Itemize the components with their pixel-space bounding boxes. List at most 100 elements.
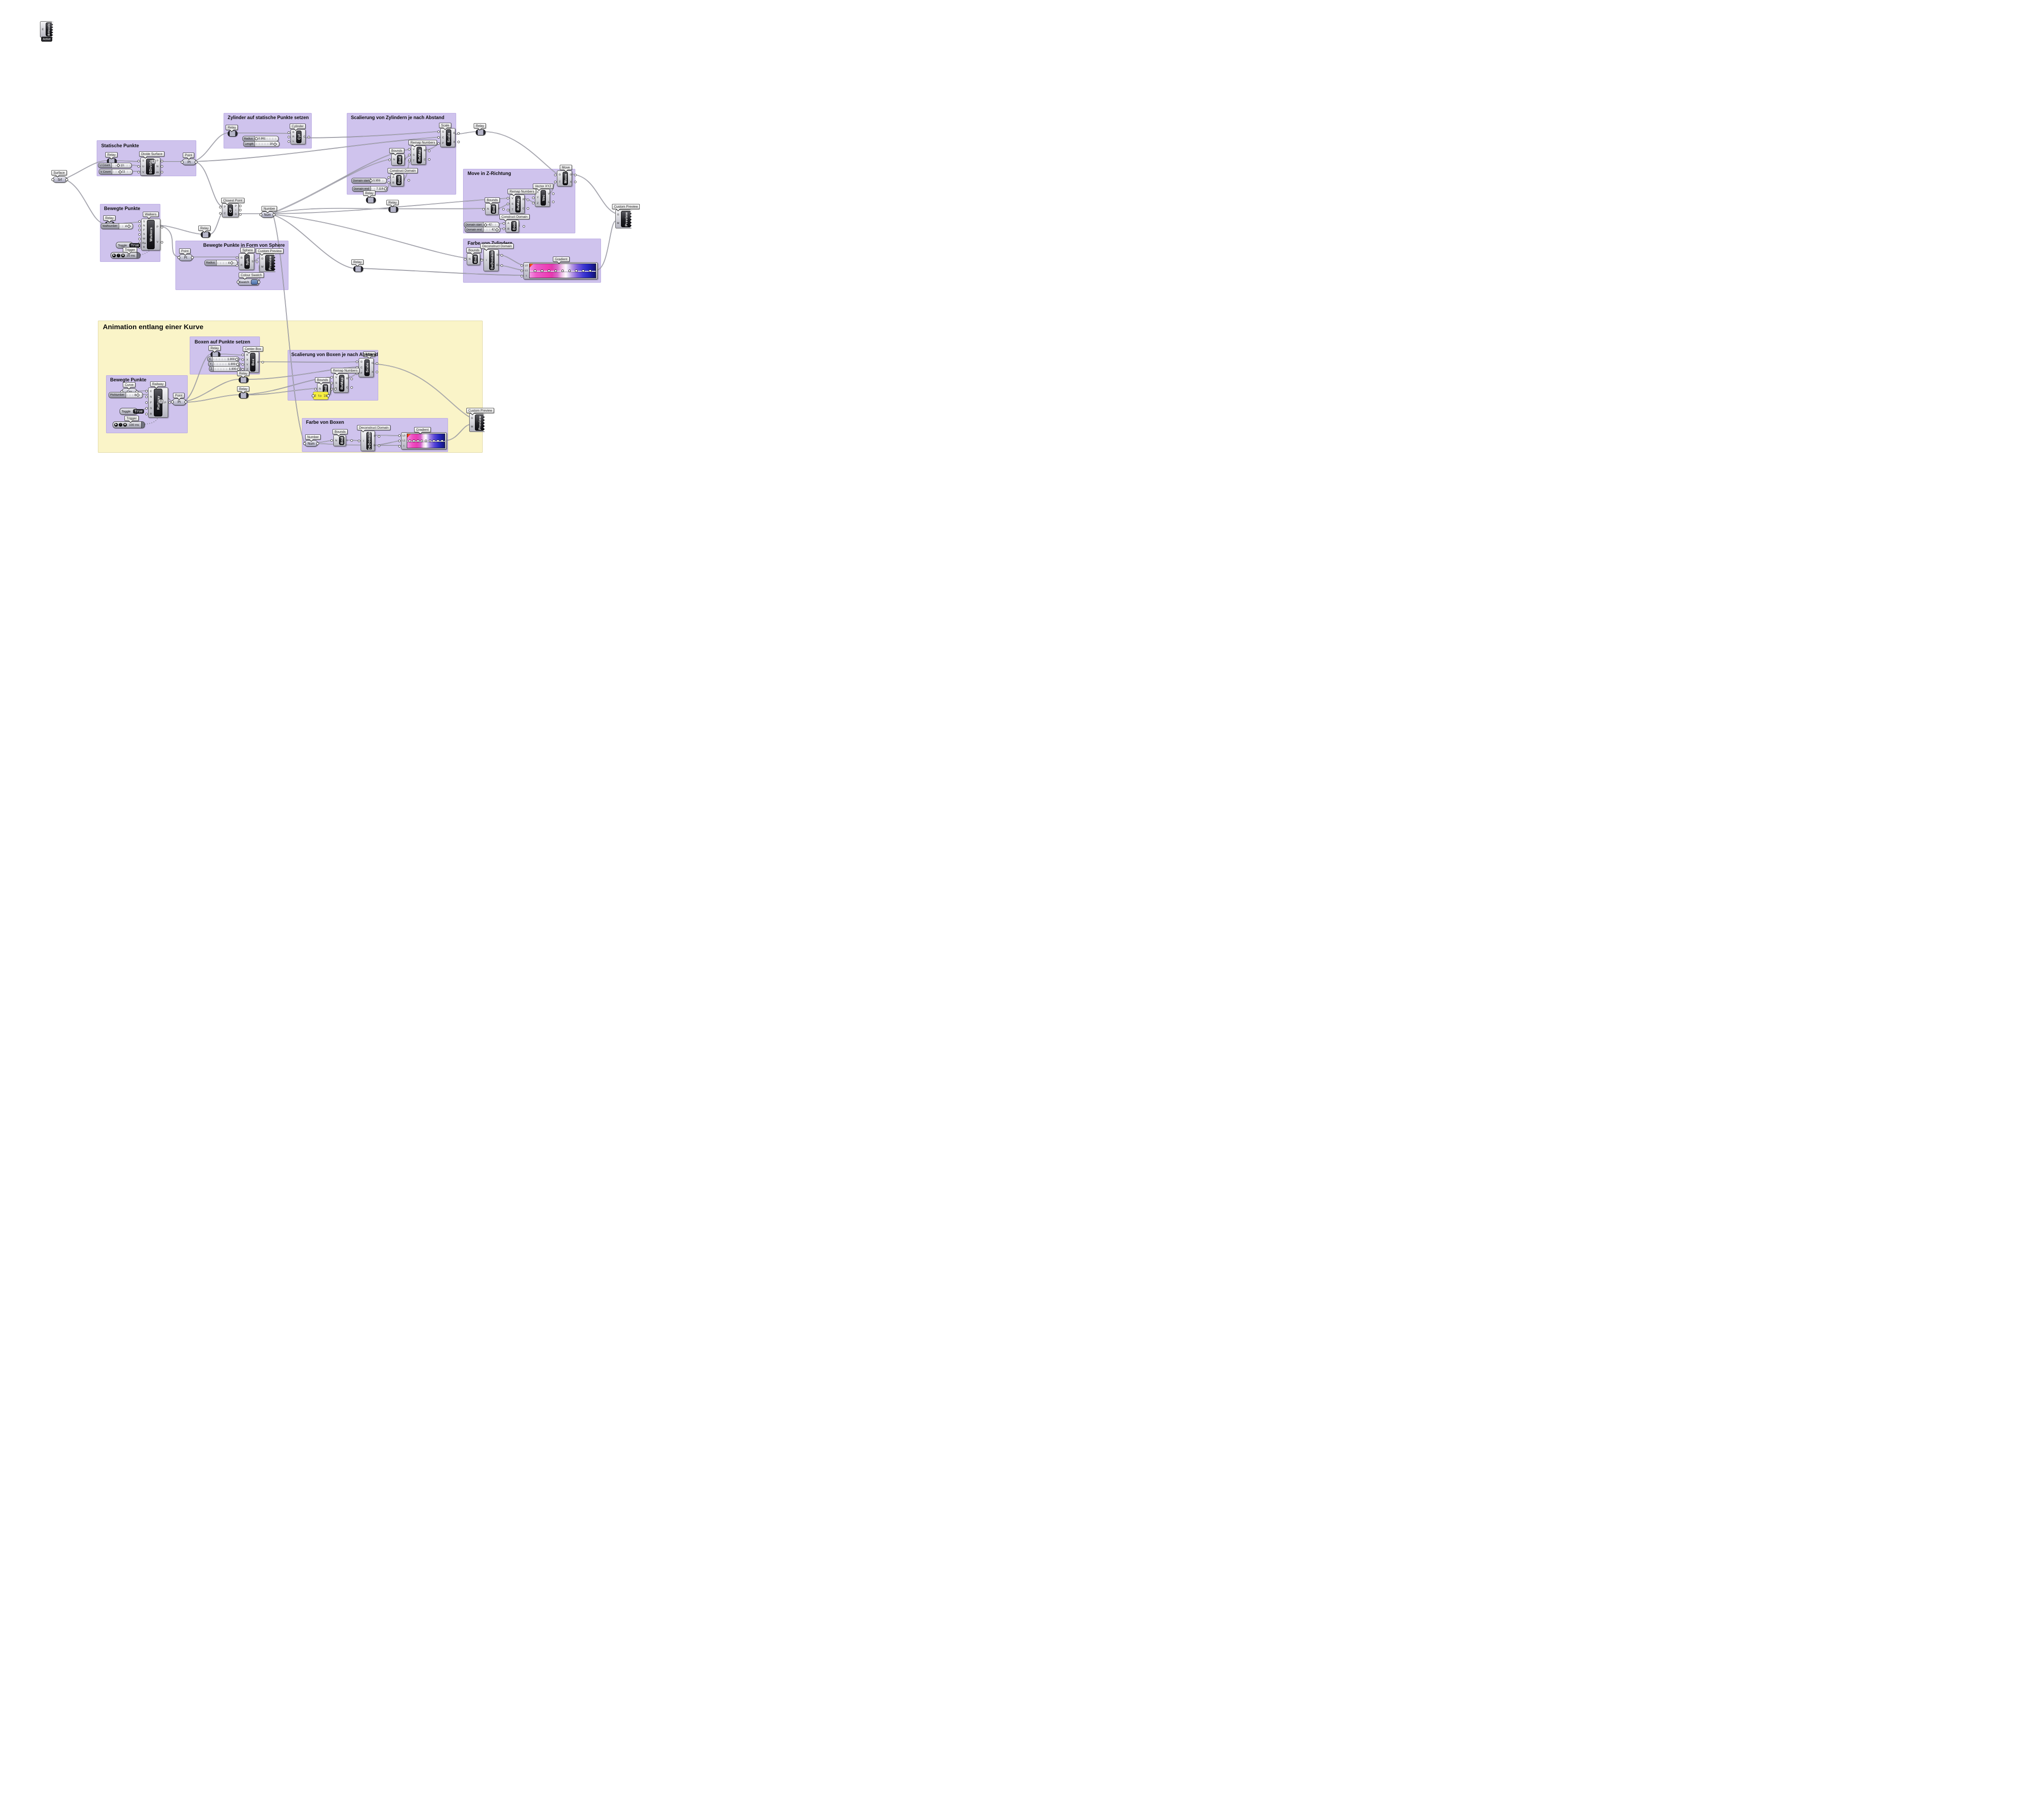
timer-node[interactable]: ▶ ◔ ◉ 20 ms (111, 252, 140, 259)
slider-domain-end[interactable]: Domain end 42 (465, 227, 500, 232)
tooltip-bounds: Bounds (485, 197, 500, 205)
slider-knob[interactable] (237, 368, 240, 370)
play-icon[interactable]: ▶ (112, 253, 116, 257)
tooltip-relay: Relay (351, 259, 364, 267)
tooltip-move: Move (560, 165, 572, 172)
slider-knob[interactable] (483, 223, 488, 227)
download-arrow-icon[interactable]: ▼ (159, 399, 163, 404)
tooltip-center-box: Center Box (243, 346, 264, 354)
tooltip-remap-numbers: Remap Numbers (508, 189, 537, 196)
tooltip-curve: Curve (123, 382, 136, 390)
record-icon[interactable]: ◉ (123, 423, 127, 427)
swatch-node[interactable]: Swatch (237, 279, 260, 286)
slider-knob[interactable] (127, 224, 131, 228)
tooltip-relay: Relay (103, 215, 116, 223)
gradient-bar[interactable] (407, 434, 445, 448)
slider-knob[interactable] (236, 363, 239, 365)
gradient-bar[interactable] (529, 263, 596, 278)
slider-radius[interactable]: Radius 0.961 (242, 136, 279, 142)
tooltip-vector-xyz: Vector XYZ (533, 184, 554, 191)
relay-node[interactable] (388, 206, 398, 213)
slider-knob[interactable] (495, 228, 499, 232)
download-arrow-icon[interactable]: ▼ (151, 159, 155, 164)
active-tag: Active (41, 37, 52, 42)
tooltip-custom-preview: Custom Preview (612, 204, 640, 211)
slider-knob[interactable] (384, 187, 387, 190)
slider-knob[interactable] (136, 393, 140, 397)
number-panel[interactable]: 3 to 10 (312, 392, 330, 400)
slider-z[interactable]: Z 1.000 (209, 366, 241, 372)
clock-icon[interactable]: ◔ (117, 253, 120, 257)
group-title: Farbe von Boxen (306, 420, 344, 425)
tooltip-trigger: Trigger (123, 247, 137, 255)
bounds-node[interactable]: N Bnd I (467, 253, 481, 265)
bifocals-node[interactable]: E Bifocals (40, 21, 53, 38)
tooltip-deconstruct-domain: Deconstruct Domain (480, 244, 514, 251)
slider-radius[interactable]: Radius 4 (204, 260, 237, 266)
tooltip-railway: Railway (150, 381, 166, 389)
tooltip-relay: Relay (208, 345, 221, 353)
tooltip-point: Point (183, 153, 195, 160)
tooltip-deconstruct-domain: Deconstruct Domain (357, 425, 391, 432)
bounds-node[interactable]: N Bnd I (485, 203, 499, 215)
relay-node[interactable] (366, 197, 376, 203)
slider-u-count[interactable]: U Count 10 (98, 163, 132, 168)
slider-knob[interactable] (118, 170, 122, 174)
grasshopper-canvas[interactable]: Statische Punkte Zylinder auf statische … (0, 0, 640, 464)
slider-knob[interactable] (117, 164, 120, 167)
slider-length[interactable]: Length 18 (243, 141, 279, 147)
slider-knob[interactable] (273, 142, 277, 146)
group-title: Zylinder auf statische Punkte setzen (228, 115, 309, 120)
clock-icon[interactable]: ◔ (119, 423, 122, 427)
record-icon[interactable]: ◉ (121, 253, 125, 257)
slider-ptsnumber[interactable]: PtsNumber 8 (109, 392, 143, 398)
tooltip-walkers: Walkers (143, 212, 159, 219)
slider-walnumber[interactable]: WalNumber 4 (101, 223, 133, 229)
relay-node[interactable] (353, 266, 363, 272)
tooltip-relay: Relay (198, 226, 211, 233)
tooltip-bounds: Bounds (389, 148, 405, 155)
bounds-node[interactable]: N Bnd I (333, 435, 348, 446)
tooltip-custom-preview: Custom Preview (256, 248, 284, 256)
slider-v-count[interactable]: V Count 11 (99, 169, 133, 175)
slider-knob[interactable] (369, 179, 373, 182)
slider-knob[interactable] (235, 358, 239, 361)
tooltip-remap-numbers: Remap Numbers (408, 140, 437, 147)
slider-domain-start[interactable]: Domain start 0.959 (351, 178, 387, 184)
tooltip-divide-surface: Divide Surface (139, 151, 165, 159)
bounds-node[interactable]: N Bnd I (391, 154, 406, 166)
play-icon[interactable]: ▶ (114, 423, 118, 427)
slider-knob[interactable] (255, 137, 258, 140)
tooltip-surface: Surface (51, 170, 67, 177)
swatch-color[interactable] (251, 279, 258, 285)
tooltip-trigger: Trigger (124, 416, 139, 423)
tooltip-relay: Relay (474, 123, 486, 131)
port-e[interactable]: E (41, 28, 45, 31)
bifocals-label-pill: Bifocals (46, 22, 53, 36)
slider-knob[interactable] (230, 261, 234, 265)
tooltip-scale: Scale (439, 123, 452, 130)
